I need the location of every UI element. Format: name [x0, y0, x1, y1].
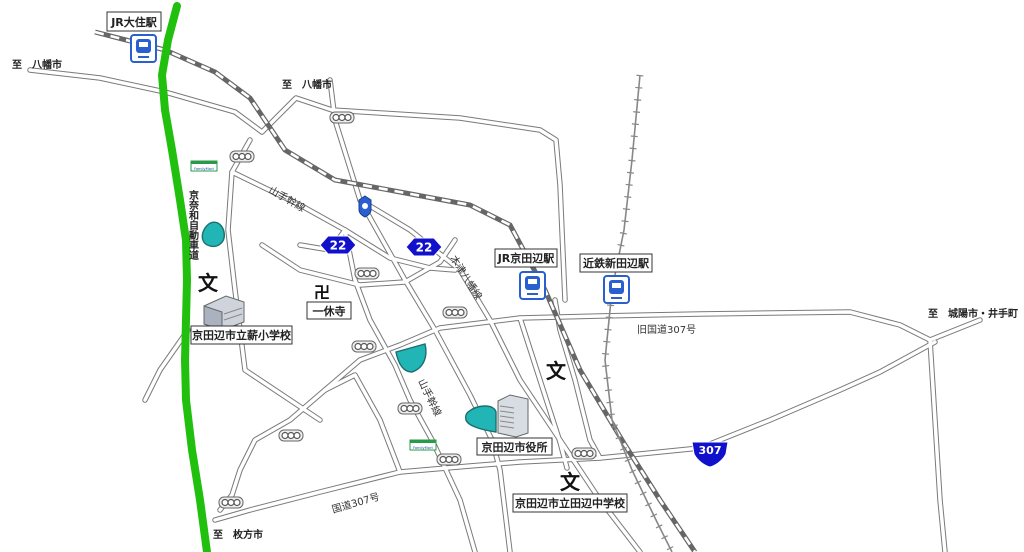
road-network	[27, 67, 983, 552]
road-label-kizu-yawata: 木津八幡線	[447, 253, 485, 302]
temple-icon: 卍	[314, 283, 330, 302]
railways	[94, 29, 698, 552]
route-22-label: 22	[330, 239, 347, 253]
city-hall-label-box: 京田辺市役所	[476, 437, 553, 456]
signal-icon	[354, 267, 380, 280]
ikkyuji-label: 一休寺	[313, 304, 346, 318]
school-building-icon	[203, 295, 245, 331]
pond-cityhall	[464, 405, 497, 433]
road-label-route307: 国道307号	[330, 490, 381, 516]
ponds	[201, 221, 497, 433]
route-22-shield-a: 22	[319, 235, 357, 255]
tanabe-junior-high-label-box: 京田辺市立田辺中学校	[512, 493, 628, 513]
familymart-label: FamilyMart	[413, 446, 433, 450]
familymart-label: FamilyMart	[194, 167, 214, 171]
school-icon: 文	[198, 271, 219, 295]
direction-yawata-north: 至 八幡市	[282, 78, 332, 91]
ikkyuji-label-box: 一休寺	[306, 301, 352, 320]
signal-icon	[351, 340, 377, 353]
familymart-store-2: FamilyMart	[409, 439, 437, 451]
jr-kyotanabe-label: JR京田辺駅	[497, 251, 555, 265]
school-icon: 文	[560, 470, 581, 494]
traffic-signals	[218, 111, 597, 509]
road-label-old-route307: 旧国道307号	[637, 323, 696, 336]
police-box-icon	[358, 195, 372, 218]
road-label-yamate-upper: 山手幹線	[267, 183, 308, 214]
familymart-store-1: FamilyMart	[190, 160, 218, 172]
signal-icon	[397, 402, 423, 415]
direction-hirakata: 至 枚方市	[213, 528, 263, 541]
route-22-shield-b: 22	[405, 237, 443, 257]
jr-osumi-label: JR大住駅	[110, 15, 157, 29]
road-label-expressway: 京奈和自動車道	[187, 189, 200, 261]
signal-icon	[229, 150, 255, 163]
signal-icon	[278, 429, 304, 442]
pond-west	[201, 221, 225, 248]
signal-icon	[571, 447, 597, 460]
signal-icon	[436, 453, 462, 466]
kintetsu-shintanabe-station: 近鉄新田辺駅	[579, 253, 653, 304]
kintetsu-shintanabe-label: 近鉄新田辺駅	[583, 256, 649, 270]
signal-icon	[329, 111, 355, 124]
direction-yawata-west: 至 八幡市	[12, 58, 62, 71]
jr-kyotanabe-station: JR京田辺駅	[494, 248, 558, 300]
expressway-line	[157, 2, 211, 552]
takigi-elementary-label-box: 京田辺市立薪小学校	[190, 325, 293, 345]
tanabe-junior-high-label: 京田辺市立田辺中学校	[515, 496, 626, 510]
train-icon	[603, 275, 630, 304]
signal-icon	[442, 306, 468, 319]
city-hall-label: 京田辺市役所	[482, 440, 548, 454]
takigi-elementary-label: 京田辺市立薪小学校	[192, 328, 292, 342]
train-icon	[130, 34, 157, 63]
train-icon	[519, 271, 546, 300]
route-22-label: 22	[416, 241, 433, 255]
route-307-label: 307	[699, 444, 722, 457]
jr-osumi-station: JR大住駅	[106, 11, 162, 63]
school-icon: 文	[546, 359, 567, 383]
pond-center	[395, 343, 427, 373]
direction-joyo-ide: 至 城陽市・井手町	[928, 307, 1018, 320]
city-hall-building-icon	[497, 394, 529, 438]
signal-icon	[218, 496, 244, 509]
route-307-shield: 307	[691, 441, 729, 468]
